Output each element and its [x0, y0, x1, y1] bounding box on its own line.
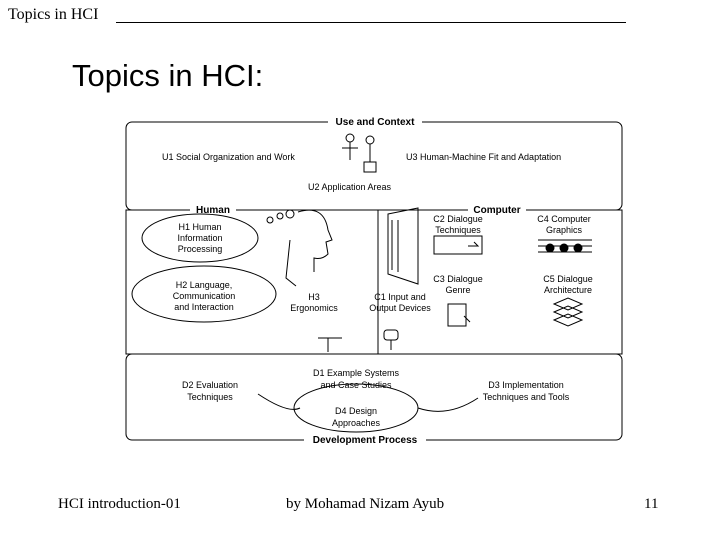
- svg-text:C4 Computer: C4 Computer: [537, 214, 591, 224]
- svg-text:Approaches: Approaches: [332, 418, 381, 428]
- svg-text:Graphics: Graphics: [546, 225, 583, 235]
- head-profile-icon: [266, 209, 333, 287]
- monitor-icon: [387, 207, 419, 285]
- svg-text:Ergonomics: Ergonomics: [290, 303, 338, 313]
- hci-topics-diagram: Use and Context U1 Social Organization a…: [125, 114, 623, 446]
- architecture-stack-icon: [552, 297, 584, 327]
- computer-label: Computer: [473, 205, 520, 216]
- cloud-h2: [131, 265, 277, 323]
- svg-text:H1 Human: H1 Human: [178, 222, 221, 232]
- svg-text:Communication: Communication: [173, 291, 236, 301]
- svg-text:C2 Dialogue: C2 Dialogue: [433, 214, 483, 224]
- use-context-box: [125, 121, 623, 211]
- keypad-icon: [447, 303, 471, 327]
- header-title: Topics in HCI: [8, 6, 99, 23]
- mouse-icon: [383, 329, 399, 350]
- svg-text:H2 Language,: H2 Language,: [176, 280, 233, 290]
- svg-text:D2 Evaluation: D2 Evaluation: [182, 380, 238, 390]
- svg-text:and Interaction: and Interaction: [174, 302, 234, 312]
- dialogue-window-icon: [433, 235, 483, 255]
- svg-text:and Case Studies: and Case Studies: [320, 380, 392, 390]
- page-number: 11: [644, 496, 659, 512]
- graphics-icon: [538, 239, 592, 253]
- header-rule: [116, 22, 626, 23]
- svg-text:D1 Example Systems: D1 Example Systems: [313, 368, 400, 378]
- footer-course: HCI introduction-01: [58, 496, 181, 512]
- svg-text:D3 Implementation: D3 Implementation: [488, 380, 564, 390]
- topic-u1: U1 Social Organization and Work: [162, 152, 295, 162]
- thought-cloud-h1: [141, 213, 259, 263]
- desk-icon: [318, 337, 342, 352]
- topic-u2: U2 Application Areas: [308, 182, 392, 192]
- svg-text:H3: H3: [308, 292, 320, 302]
- svg-text:Information: Information: [177, 233, 222, 243]
- cycle-arrows: [257, 383, 479, 433]
- svg-text:Architecture: Architecture: [544, 285, 592, 295]
- human-label: Human: [196, 205, 230, 216]
- people-icon: [342, 133, 377, 173]
- svg-text:Genre: Genre: [445, 285, 470, 295]
- svg-text:Processing: Processing: [178, 244, 223, 254]
- topic-u3: U3 Human-Machine Fit and Adaptation: [406, 152, 561, 162]
- svg-text:Techniques: Techniques: [187, 392, 233, 402]
- svg-text:Techniques and Tools: Techniques and Tools: [483, 392, 570, 402]
- svg-text:C5 Dialogue: C5 Dialogue: [543, 274, 593, 284]
- use-context-label: Use and Context: [336, 117, 416, 128]
- svg-text:D4 Design: D4 Design: [335, 406, 377, 416]
- svg-text:Techniques: Techniques: [435, 225, 481, 235]
- footer-author: by Mohamad Nizam Ayub: [286, 496, 445, 512]
- svg-text:C3 Dialogue: C3 Dialogue: [433, 274, 483, 284]
- svg-text:Output Devices: Output Devices: [369, 303, 431, 313]
- dev-process-label: Development Process: [313, 435, 418, 446]
- svg-text:C1 Input and: C1 Input and: [374, 292, 426, 302]
- slide-title: Topics in HCI:: [72, 58, 264, 93]
